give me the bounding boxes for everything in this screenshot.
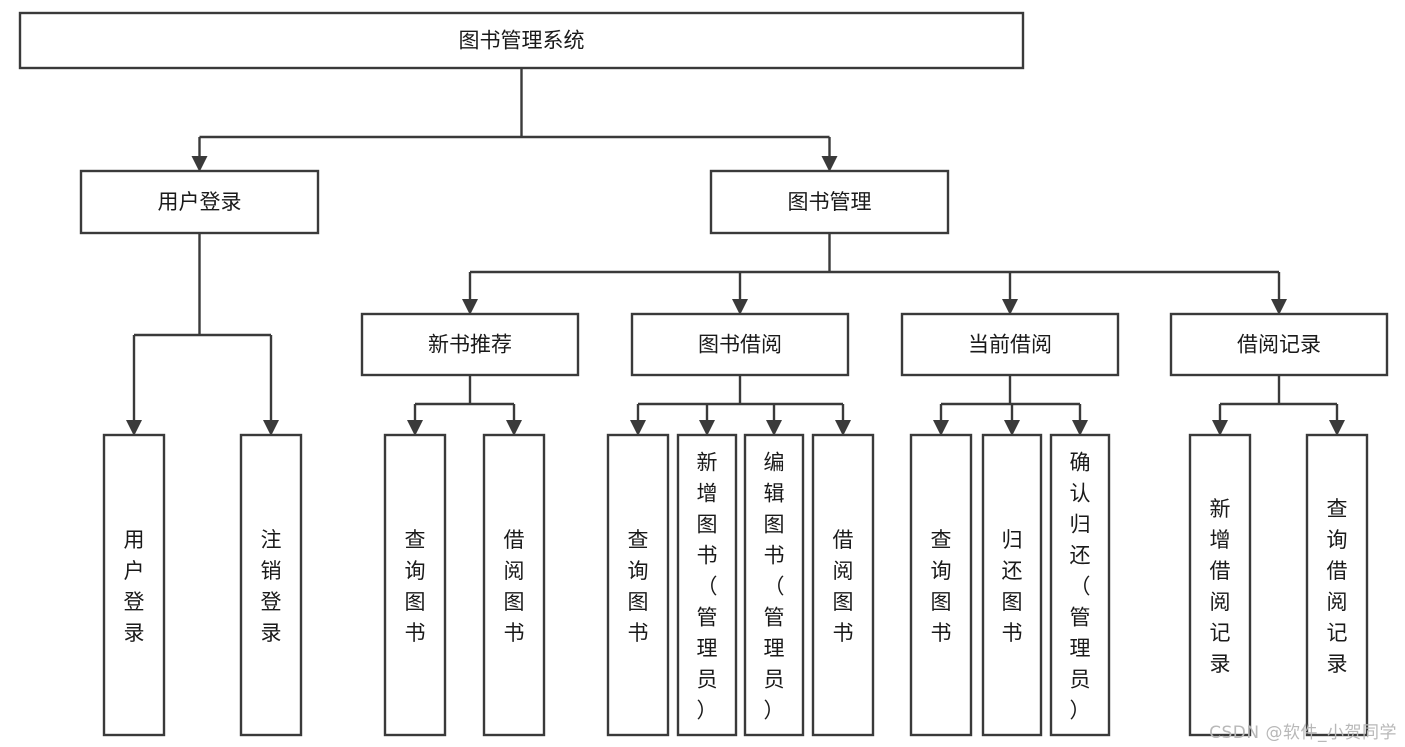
connector-group bbox=[933, 375, 1088, 436]
node-leaf-b-add[interactable]: 新增图书（管理员） bbox=[676, 433, 738, 737]
connector-group bbox=[630, 375, 851, 436]
node-root[interactable]: 图书管理系统 bbox=[18, 11, 1025, 70]
arrow-head-icon bbox=[126, 420, 142, 436]
node-label: 借阅记录 bbox=[1237, 333, 1321, 357]
node-label: 用户登录 bbox=[158, 190, 242, 214]
node-label: 借阅图书 bbox=[504, 528, 525, 645]
node-label: 当前借阅 bbox=[968, 333, 1052, 357]
arrow-head-icon bbox=[766, 420, 782, 436]
node-leaf-c-confirm[interactable]: 确认归还（管理员） bbox=[1049, 433, 1111, 737]
node-box[interactable] bbox=[1188, 433, 1252, 737]
node-label: 新书推荐 bbox=[428, 333, 512, 357]
node-label: 新增借阅记录 bbox=[1210, 497, 1231, 676]
node-box[interactable] bbox=[239, 433, 303, 737]
arrow-head-icon bbox=[1212, 420, 1228, 436]
node-leaf-r-add[interactable]: 新增借阅记录 bbox=[1188, 433, 1252, 737]
node-leaf-c-query[interactable]: 查询图书 bbox=[909, 433, 973, 737]
node-box[interactable] bbox=[981, 433, 1043, 737]
node-box[interactable] bbox=[1049, 433, 1111, 737]
node-leaf-new-query[interactable]: 查询图书 bbox=[383, 433, 447, 737]
arrow-head-icon bbox=[1271, 299, 1287, 315]
node-leaf-b-query[interactable]: 查询图书 bbox=[606, 433, 670, 737]
node-box[interactable] bbox=[102, 433, 166, 737]
node-label: 查询图书 bbox=[931, 528, 952, 645]
node-box[interactable] bbox=[383, 433, 447, 737]
node-label: 图书管理系统 bbox=[459, 29, 585, 53]
node-box[interactable] bbox=[743, 433, 805, 737]
arrow-head-icon bbox=[630, 420, 646, 436]
arrow-head-icon bbox=[191, 156, 208, 172]
watermark-text: CSDN @软件_小贺同学 bbox=[1209, 723, 1397, 743]
node-box[interactable] bbox=[482, 433, 546, 737]
connector-group bbox=[191, 68, 838, 172]
node-leaf-b-edit[interactable]: 编辑图书（管理员） bbox=[743, 433, 805, 737]
node-leaf-user-logout[interactable]: 注销登录 bbox=[239, 433, 303, 737]
connector-layer bbox=[126, 68, 1345, 436]
node-box[interactable] bbox=[606, 433, 670, 737]
node-label: 新增图书（管理员） bbox=[697, 451, 718, 723]
arrow-head-icon bbox=[263, 420, 279, 436]
arrow-head-icon bbox=[732, 299, 748, 315]
node-box[interactable] bbox=[1305, 433, 1369, 737]
node-label: 确认归还（管理员） bbox=[1070, 451, 1091, 723]
node-box[interactable] bbox=[360, 312, 580, 377]
node-label: 查询图书 bbox=[628, 528, 649, 645]
arrow-head-icon bbox=[699, 420, 715, 436]
node-box[interactable] bbox=[811, 433, 875, 737]
node-l2-user[interactable]: 用户登录 bbox=[79, 169, 320, 235]
node-box[interactable] bbox=[676, 433, 738, 737]
arrow-head-icon bbox=[407, 420, 423, 436]
node-label: 图书借阅 bbox=[698, 333, 782, 357]
node-label: 编辑图书（管理员） bbox=[764, 451, 785, 723]
node-leaf-c-return[interactable]: 归还图书 bbox=[981, 433, 1043, 737]
node-l3-current[interactable]: 当前借阅 bbox=[900, 312, 1120, 377]
node-label: 查询图书 bbox=[405, 528, 426, 645]
arrow-head-icon bbox=[1002, 299, 1018, 315]
node-box[interactable] bbox=[18, 11, 1025, 70]
node-box[interactable] bbox=[909, 433, 973, 737]
connector-group bbox=[407, 375, 522, 436]
node-label: 注销登录 bbox=[261, 528, 282, 645]
connector-group bbox=[1212, 375, 1345, 436]
connector-group bbox=[126, 233, 279, 436]
node-box[interactable] bbox=[630, 312, 850, 377]
node-label: 用户登录 bbox=[124, 528, 145, 645]
node-leaf-user-login[interactable]: 用户登录 bbox=[102, 433, 166, 737]
node-leaf-b-borrow[interactable]: 借阅图书 bbox=[811, 433, 875, 737]
arrow-head-icon bbox=[1072, 420, 1088, 436]
node-box[interactable] bbox=[1169, 312, 1389, 377]
node-layer: 图书管理系统用户登录图书管理新书推荐图书借阅当前借阅借阅记录用户登录注销登录查询… bbox=[18, 11, 1389, 737]
arrow-head-icon bbox=[1004, 420, 1020, 436]
connector-group bbox=[462, 233, 1287, 315]
arrow-head-icon bbox=[821, 156, 838, 172]
node-label: 借阅图书 bbox=[833, 528, 854, 645]
arrow-head-icon bbox=[506, 420, 522, 436]
node-l3-record[interactable]: 借阅记录 bbox=[1169, 312, 1389, 377]
node-l3-borrow[interactable]: 图书借阅 bbox=[630, 312, 850, 377]
arrow-head-icon bbox=[835, 420, 851, 436]
node-leaf-new-borrow[interactable]: 借阅图书 bbox=[482, 433, 546, 737]
node-label: 查询借阅记录 bbox=[1327, 497, 1348, 676]
arrow-head-icon bbox=[933, 420, 949, 436]
node-l3-new[interactable]: 新书推荐 bbox=[360, 312, 580, 377]
node-label: 归还图书 bbox=[1002, 528, 1023, 645]
node-label: 图书管理 bbox=[788, 190, 872, 214]
node-box[interactable] bbox=[709, 169, 950, 235]
node-box[interactable] bbox=[79, 169, 320, 235]
node-box[interactable] bbox=[900, 312, 1120, 377]
node-l2-book[interactable]: 图书管理 bbox=[709, 169, 950, 235]
node-leaf-r-query[interactable]: 查询借阅记录 bbox=[1305, 433, 1369, 737]
arrow-head-icon bbox=[462, 299, 478, 315]
arrow-head-icon bbox=[1329, 420, 1345, 436]
